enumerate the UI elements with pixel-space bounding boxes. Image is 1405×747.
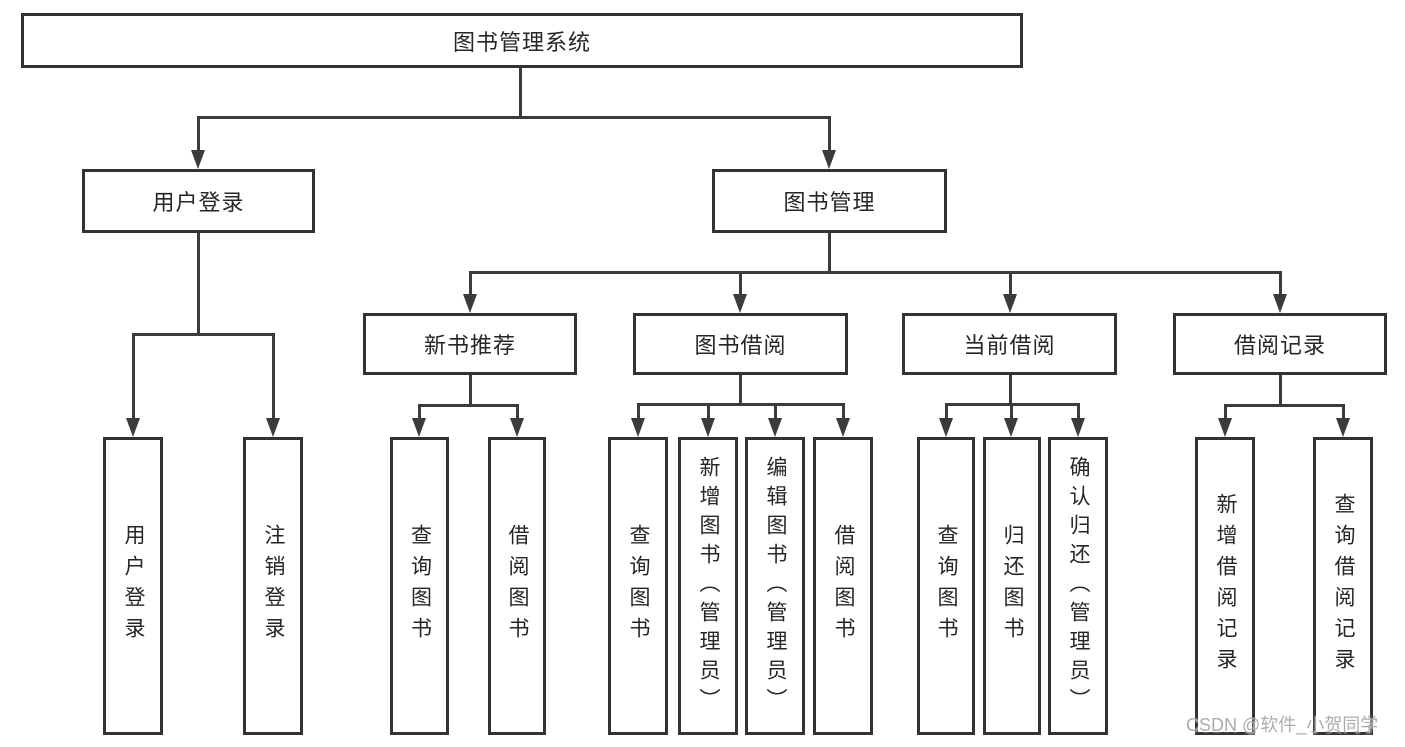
connector-line <box>272 333 275 421</box>
arrow-down-icon <box>733 294 747 313</box>
connector-line <box>469 271 472 297</box>
leaf-add-books-admin: 新增图书（管理员） <box>678 437 738 735</box>
node-book-management: 图书管理 <box>712 169 947 233</box>
connector-line <box>637 403 845 406</box>
connector-line <box>132 333 275 336</box>
arrow-down-icon <box>701 418 715 437</box>
node-new-book-recommend: 新书推荐 <box>363 313 577 375</box>
arrow-down-icon <box>822 150 836 169</box>
connector-line <box>842 403 845 421</box>
arrow-down-icon <box>412 418 426 437</box>
arrow-down-icon <box>939 418 953 437</box>
connector-line <box>1009 375 1012 406</box>
connector-line <box>1279 271 1282 297</box>
leaf-query-books-current: 查询图书 <box>917 437 975 735</box>
connector-line <box>828 116 831 154</box>
leaf-return-books: 归还图书 <box>983 437 1041 735</box>
node-borrow-record: 借阅记录 <box>1173 313 1387 375</box>
leaf-query-borrow-record: 查询借阅记录 <box>1313 437 1373 735</box>
arrow-down-icon <box>191 150 205 169</box>
connector-line <box>1077 403 1080 421</box>
arrow-down-icon <box>463 294 477 313</box>
connector-line <box>739 375 742 406</box>
leaf-borrow-books: 借阅图书 <box>813 437 873 735</box>
arrow-down-icon <box>1336 418 1350 437</box>
csdn-watermark: CSDN @软件_小贺同学 <box>1186 715 1379 735</box>
connector-line <box>1279 375 1282 407</box>
connector-line <box>1224 404 1227 421</box>
connector-line <box>197 233 200 336</box>
connector-line <box>516 404 519 421</box>
connector-line <box>945 403 948 421</box>
connector-line <box>637 403 640 421</box>
leaf-add-borrow-record: 新增借阅记录 <box>1195 437 1255 735</box>
connector-line <box>132 333 135 421</box>
connector-line <box>739 271 742 297</box>
connector-line <box>519 68 522 118</box>
node-root: 图书管理系统 <box>21 13 1023 68</box>
connector-line <box>707 403 710 421</box>
connector-line <box>469 375 472 407</box>
leaf-edit-books-admin: 编辑图书（管理员） <box>745 437 805 735</box>
arrow-down-icon <box>266 418 280 437</box>
connector-line <box>197 116 200 154</box>
arrow-down-icon <box>768 418 782 437</box>
arrow-down-icon <box>631 418 645 437</box>
node-user-login: 用户登录 <box>82 169 315 233</box>
connector-line <box>1342 404 1345 421</box>
leaf-user-login: 用户登录 <box>103 437 163 735</box>
arrow-down-icon <box>1273 294 1287 313</box>
arrow-down-icon <box>126 418 140 437</box>
arrow-down-icon <box>1003 294 1017 313</box>
connector-line <box>418 404 421 421</box>
arrow-down-icon <box>1004 418 1018 437</box>
arrow-down-icon <box>1218 418 1232 437</box>
node-current-borrow: 当前借阅 <box>902 313 1117 375</box>
connector-line <box>469 271 1282 274</box>
leaf-borrow-books-recommend: 借阅图书 <box>488 437 546 735</box>
leaf-query-books-borrow: 查询图书 <box>608 437 668 735</box>
arrow-down-icon <box>836 418 850 437</box>
leaf-query-books-recommend: 查询图书 <box>390 437 449 735</box>
connector-line <box>828 233 831 274</box>
connector-line <box>1224 404 1344 407</box>
connector-line <box>197 116 831 119</box>
connector-line <box>774 403 777 421</box>
arrow-down-icon <box>510 418 524 437</box>
connector-line <box>1009 271 1012 297</box>
connector-line <box>1010 403 1013 421</box>
arrow-down-icon <box>1071 418 1085 437</box>
connector-line <box>418 404 519 407</box>
leaf-logout: 注销登录 <box>243 437 303 735</box>
node-book-borrow: 图书借阅 <box>633 313 848 375</box>
leaf-confirm-return-admin: 确认归还（管理员） <box>1048 437 1108 735</box>
